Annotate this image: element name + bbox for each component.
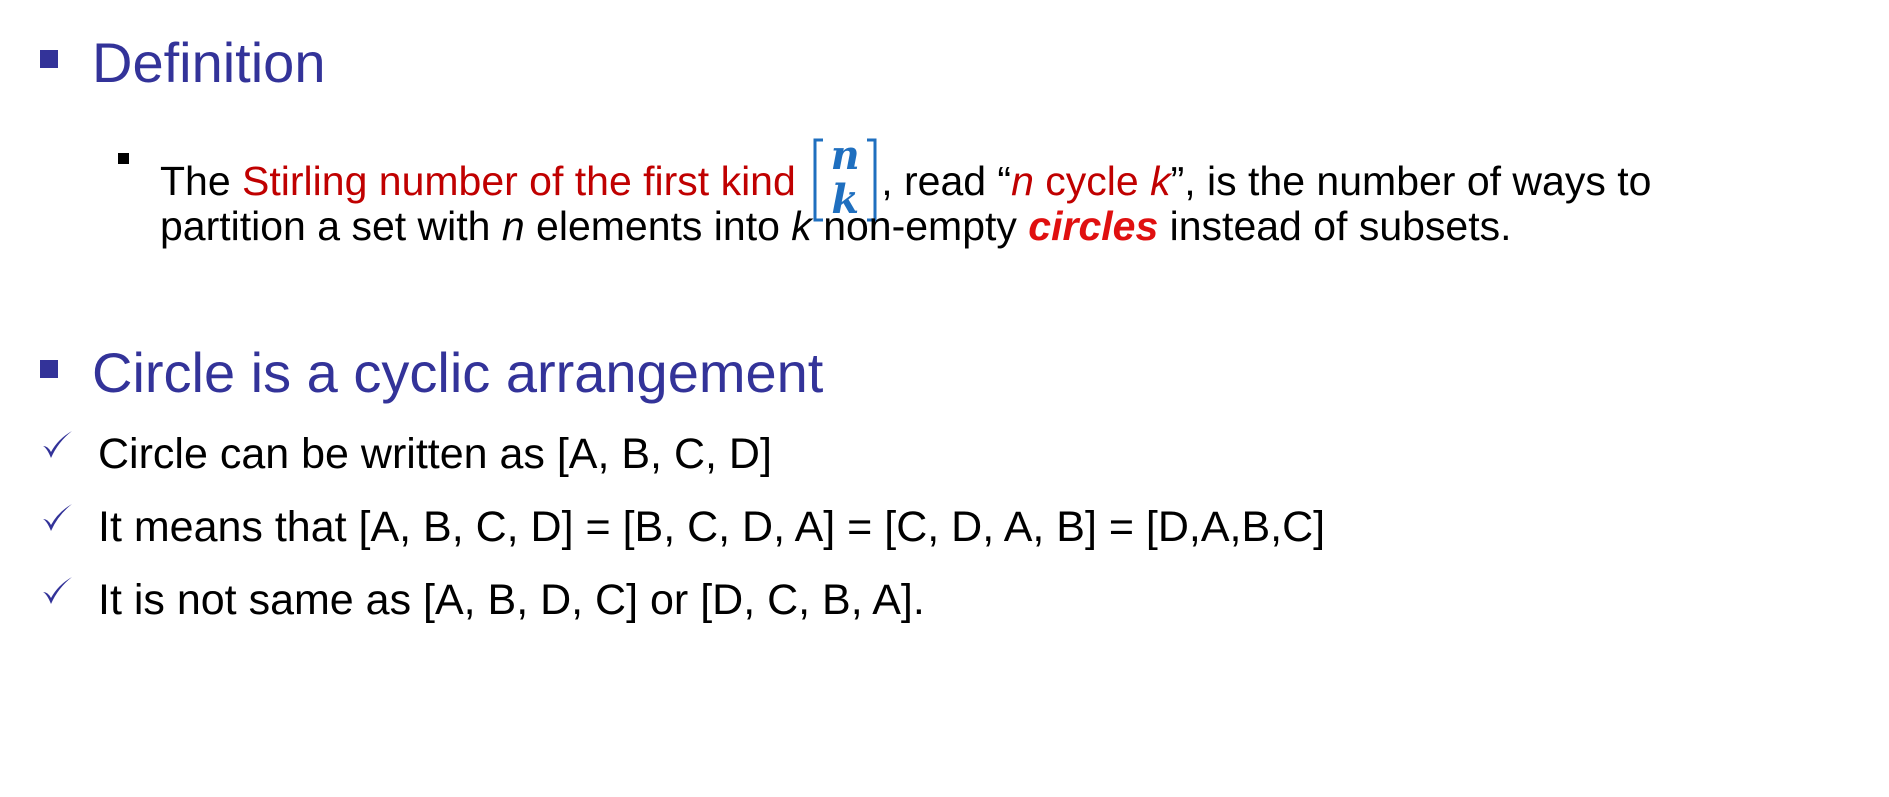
text-run: non-empty	[811, 203, 1029, 249]
circle-title: Circle is a cyclic arrangement	[92, 341, 824, 404]
text-run-italic: k	[791, 203, 812, 249]
notation-top: n	[830, 132, 860, 179]
notation-bottom: k	[831, 176, 860, 223]
check-item: It is not same as [A, B, D, C] or [D, C,…	[40, 576, 925, 624]
definition-title: Definition	[92, 31, 326, 94]
text-run: ”, is the number of ways to	[1170, 157, 1652, 204]
square-bullet-icon	[40, 360, 58, 378]
stirling-bracket-icon	[813, 138, 877, 222]
text-run: , read “	[881, 157, 1012, 204]
check-item-text: It is not same as [A, B, D, C] or [D, C,…	[98, 576, 925, 624]
text-run: partition a set with	[160, 203, 502, 249]
text-run: elements into	[524, 203, 792, 249]
check-item: Circle can be written as [A, B, C, D]	[40, 430, 772, 478]
checkmark-icon	[43, 576, 72, 604]
stirling-term: Stirling number of the first kind	[242, 157, 796, 204]
circle-heading: Circle is a cyclic arrangement	[40, 345, 823, 401]
stirling-notation: n k	[811, 136, 879, 224]
text-run: instead of subsets.	[1158, 203, 1512, 249]
square-bullet-icon	[40, 50, 58, 68]
checkmark-icon	[43, 503, 72, 531]
text-run: The	[160, 157, 243, 204]
text-run-italic: n	[501, 203, 525, 249]
small-square-bullet-icon	[118, 153, 129, 164]
checkmark-icon	[43, 430, 72, 458]
definition-heading: Definition	[40, 35, 325, 91]
check-item-text: Circle can be written as [A, B, C, D]	[98, 430, 772, 478]
circles-emphasis: circles	[1028, 203, 1159, 249]
check-item: It means that [A, B, C, D] = [B, C, D, A…	[40, 503, 1326, 551]
definition-line-1: The Stirling number of the first kind n …	[160, 136, 1652, 228]
text-run-red: cycle	[1033, 157, 1151, 204]
definition-line-2: partition a set with n elements into k n…	[160, 206, 1512, 247]
text-run-red-italic: k	[1150, 157, 1171, 204]
text-run-red-italic: n	[1011, 157, 1034, 204]
check-item-text: It means that [A, B, C, D] = [B, C, D, A…	[98, 503, 1326, 551]
